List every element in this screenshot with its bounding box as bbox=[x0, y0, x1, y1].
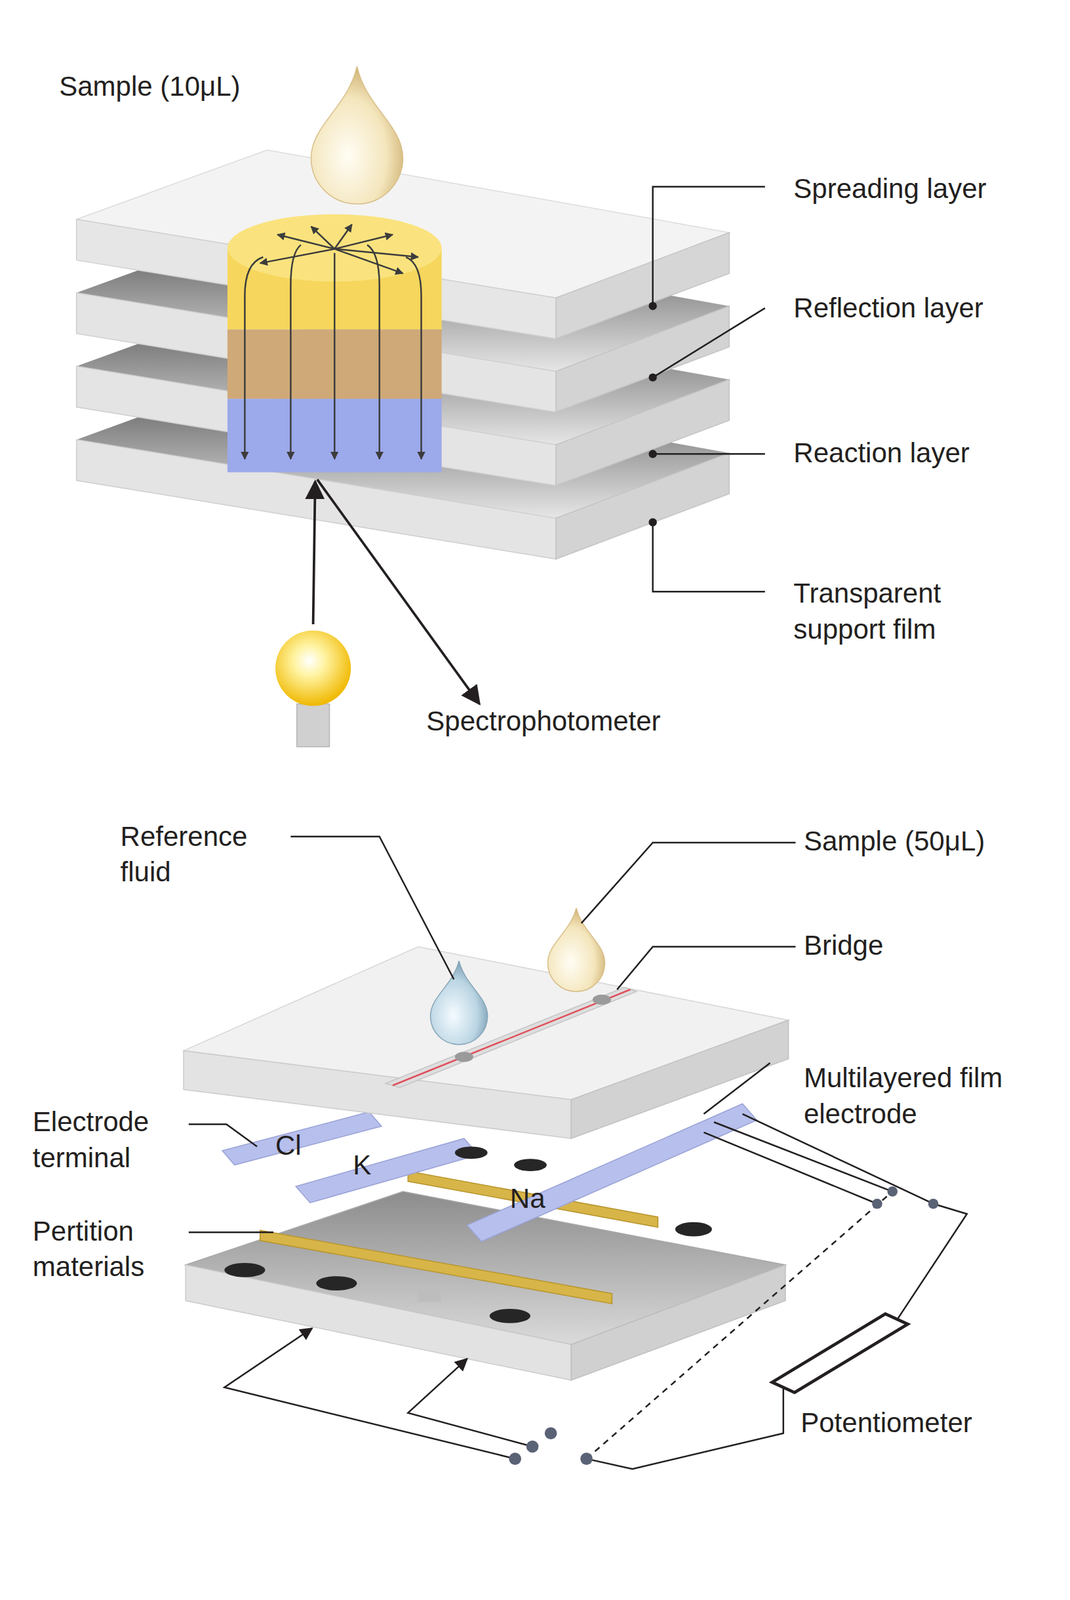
part-label: K bbox=[352, 1147, 414, 1183]
arrow bbox=[260, 249, 336, 264]
terminal bbox=[580, 1452, 593, 1465]
leader-dots bbox=[648, 301, 657, 526]
wire bbox=[407, 1358, 533, 1447]
sample-drop bbox=[310, 66, 403, 204]
wire bbox=[895, 1203, 968, 1322]
hole bbox=[514, 1158, 547, 1171]
arrow bbox=[244, 257, 263, 459]
leader-lines bbox=[653, 186, 766, 593]
terminal bbox=[928, 1198, 939, 1209]
sample-drop bbox=[547, 908, 605, 992]
leader-dot bbox=[648, 301, 657, 310]
plate-side bbox=[571, 1264, 786, 1381]
cutaway-column bbox=[227, 214, 442, 473]
part-label: Sample (10μL) bbox=[59, 69, 324, 105]
arrow bbox=[334, 249, 403, 274]
part-label: Bridge bbox=[803, 928, 1008, 964]
leader-line bbox=[188, 1123, 258, 1147]
terminal bbox=[544, 1426, 558, 1440]
reference-drop bbox=[430, 960, 488, 1045]
port bbox=[455, 1051, 474, 1063]
leader-line bbox=[703, 1062, 770, 1114]
leader-line bbox=[653, 186, 766, 307]
part-label: Electrode terminal bbox=[32, 1104, 186, 1175]
arrow bbox=[405, 257, 421, 459]
arrow bbox=[290, 244, 301, 459]
top-plate bbox=[183, 946, 789, 1171]
terminal bbox=[887, 1186, 898, 1197]
part-label: Spectrophotometer bbox=[426, 703, 753, 739]
leader-line bbox=[581, 842, 796, 924]
spread-arrows bbox=[244, 224, 421, 459]
arrow bbox=[333, 253, 336, 459]
plate-front bbox=[183, 1050, 572, 1139]
wire bbox=[586, 1376, 784, 1469]
k-electrode bbox=[295, 1138, 478, 1203]
port bbox=[592, 994, 612, 1006]
part-label: Pertition materials bbox=[32, 1213, 186, 1284]
wire bbox=[713, 1121, 893, 1192]
hole bbox=[675, 1222, 713, 1237]
light-source bbox=[275, 630, 351, 747]
leader-line bbox=[653, 453, 766, 455]
part-label: Spreading layer bbox=[793, 171, 1059, 207]
bridge-line bbox=[392, 989, 631, 1086]
leader-line bbox=[616, 946, 796, 990]
slab-side bbox=[555, 232, 730, 339]
part-label: Potentiometer bbox=[800, 1405, 1066, 1442]
part-label: Cl bbox=[275, 1128, 337, 1164]
arrow bbox=[310, 226, 335, 249]
hole bbox=[455, 1146, 488, 1160]
hole bbox=[224, 1262, 265, 1278]
part-label: Sample (50μL) bbox=[803, 824, 1049, 860]
leader-line bbox=[290, 836, 454, 980]
leader-dot bbox=[648, 517, 657, 526]
part-label: Transparent support film bbox=[793, 576, 998, 647]
leader-dot bbox=[648, 449, 657, 458]
part-label: Na bbox=[510, 1181, 592, 1217]
hole bbox=[489, 1308, 531, 1324]
wire bbox=[703, 1132, 877, 1204]
incident-light bbox=[313, 481, 316, 625]
part-label: Multilayered film electrode bbox=[803, 1060, 1008, 1131]
terminal bbox=[508, 1452, 522, 1465]
terminal bbox=[526, 1440, 539, 1453]
hole bbox=[316, 1275, 357, 1291]
spreading-slab bbox=[76, 150, 730, 339]
leader-dot bbox=[648, 373, 657, 381]
part-label: Reflection layer bbox=[793, 290, 1059, 326]
notch bbox=[418, 1287, 441, 1302]
arrow bbox=[334, 234, 393, 250]
leader-line bbox=[653, 308, 766, 378]
bridge-slot bbox=[385, 987, 637, 1088]
lamp-base bbox=[297, 703, 330, 747]
wire bbox=[224, 1328, 515, 1459]
terminal bbox=[871, 1198, 883, 1209]
part-label: Reference fluid bbox=[120, 818, 274, 890]
partition-strip bbox=[260, 1229, 613, 1304]
leader-line bbox=[188, 1231, 274, 1233]
leader-line bbox=[653, 522, 766, 593]
potentiometer-symbol bbox=[772, 1313, 909, 1393]
arrow bbox=[367, 244, 380, 459]
lamp-bulb bbox=[275, 630, 351, 706]
part-label: Reaction layer bbox=[793, 435, 1059, 471]
leader-lines bbox=[188, 836, 796, 1233]
reflected-light bbox=[317, 479, 480, 704]
